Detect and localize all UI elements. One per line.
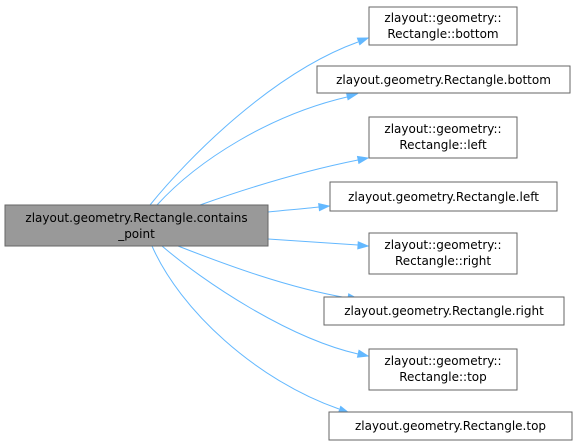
arrowhead-icon xyxy=(345,92,359,101)
target-node-py-top[interactable]: zlayout.geometry.Rectangle.top xyxy=(328,411,573,441)
edge-line xyxy=(161,245,359,355)
arrowhead-icon xyxy=(318,203,331,212)
target-node-label-line-2: Rectangle::right xyxy=(395,254,491,268)
target-node-py-right[interactable]: zlayout.geometry.Rectangle.right xyxy=(323,296,565,326)
edge-to-py-left xyxy=(267,203,331,213)
source-node-label-line-1: zlayout.geometry.Rectangle.contains xyxy=(25,211,247,225)
target-node-label-line-2: Rectangle::left xyxy=(399,138,487,152)
call-edges xyxy=(149,37,370,414)
edge-to-cpp-left xyxy=(199,155,370,206)
target-node-label-line-1: zlayout::geometry:: xyxy=(384,238,501,252)
target-node-py-bottom[interactable]: zlayout.geometry.Rectangle.bottom xyxy=(316,65,571,94)
target-node-label: zlayout.geometry.Rectangle.right xyxy=(344,304,544,318)
edge-to-py-bottom xyxy=(156,92,359,206)
target-node-label-line-2: Rectangle::bottom xyxy=(387,27,498,41)
edge-line xyxy=(267,238,359,246)
edge-to-py-right xyxy=(177,245,360,302)
target-node-py-left[interactable]: zlayout.geometry.Rectangle.left xyxy=(329,181,558,212)
target-node-cpp-right[interactable]: zlayout::geometry:: Rectangle::right xyxy=(368,232,518,275)
edge-line xyxy=(156,96,348,206)
edge-to-py-top xyxy=(151,245,351,414)
edge-line xyxy=(151,245,340,410)
arrowhead-icon xyxy=(356,37,370,46)
edge-to-cpp-top xyxy=(161,245,370,358)
target-node-label-line-1: zlayout::geometry:: xyxy=(384,354,501,368)
target-node-label: zlayout.geometry.Rectangle.top xyxy=(355,419,546,433)
target-node-cpp-bottom[interactable]: zlayout::geometry:: Rectangle::bottom xyxy=(368,6,518,46)
target-node-cpp-left[interactable]: zlayout::geometry:: Rectangle::left xyxy=(368,116,518,159)
target-node-label-line-2: Rectangle::top xyxy=(399,370,487,384)
target-node-label: zlayout.geometry.Rectangle.bottom xyxy=(336,73,551,87)
edge-line xyxy=(267,206,320,213)
arrowhead-icon xyxy=(356,155,370,165)
target-node-cpp-top[interactable]: zlayout::geometry:: Rectangle::top xyxy=(368,348,518,391)
source-node-label-line-2: _point xyxy=(117,227,155,241)
target-node-label-line-1: zlayout::geometry:: xyxy=(384,122,501,136)
target-node-label: zlayout.geometry.Rectangle.left xyxy=(348,190,539,204)
target-node-label-line-1: zlayout::geometry:: xyxy=(384,11,501,25)
arrowhead-icon xyxy=(356,349,370,358)
edge-line xyxy=(177,245,349,299)
edge-to-cpp-right xyxy=(267,238,370,250)
edge-line xyxy=(199,159,359,206)
source-node-contains-point[interactable]: zlayout.geometry.Rectangle.contains _poi… xyxy=(4,204,269,247)
edge-to-cpp-bottom xyxy=(149,37,370,206)
edge-line xyxy=(149,41,359,206)
arrowhead-icon xyxy=(357,241,370,250)
